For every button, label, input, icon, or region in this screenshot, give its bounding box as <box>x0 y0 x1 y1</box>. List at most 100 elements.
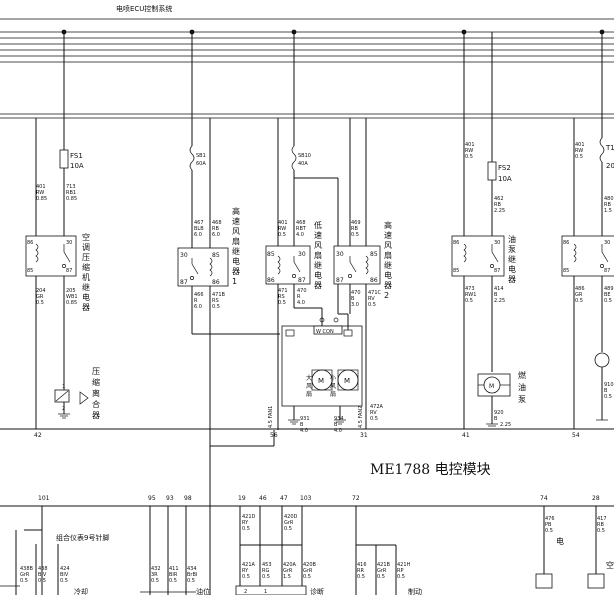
wire-tag: RW <box>36 190 44 196</box>
wire-tag: 489 <box>604 286 614 292</box>
svg-text:缩: 缩 <box>92 377 100 387</box>
pin-label: 85 <box>267 251 275 258</box>
wire-tag: GrR <box>283 568 293 574</box>
diagnostic-label: 诊断 <box>310 587 324 595</box>
pin-label: 86 <box>27 240 33 246</box>
low-fan-relay-label: 低 速 风 扇 继 电 器 <box>314 220 322 290</box>
wire-tag: 469 <box>351 220 361 226</box>
electric-label: 电 <box>556 536 564 546</box>
wire-tag: 0.5 <box>38 578 46 584</box>
wire-tag: 1.5 <box>283 574 291 580</box>
svg-text:继: 继 <box>314 260 322 270</box>
svg-text:压: 压 <box>92 367 100 376</box>
wire-tag: 0.5 <box>575 154 583 160</box>
svg-text:继: 继 <box>508 254 516 264</box>
svg-text:扇: 扇 <box>306 390 312 398</box>
right-switch-b <box>587 573 605 589</box>
wire-tag: GR <box>36 294 44 300</box>
ecu-pin-label: 42 <box>34 432 42 439</box>
wire-tag: RY <box>242 568 249 574</box>
wire-tag: B <box>334 422 338 428</box>
svg-text:空: 空 <box>82 232 90 242</box>
svg-text:电: 电 <box>82 292 90 302</box>
wire-tag: 0.5 <box>357 574 365 580</box>
wire-tag: 0.5 <box>377 574 385 580</box>
fuse-sb10-rating: 40A <box>298 161 308 167</box>
wire-tag: 0.5 <box>604 394 612 400</box>
wire-tag: RB1 <box>66 190 76 196</box>
pin-label: 85 <box>27 268 33 274</box>
fan-connector <box>313 325 343 335</box>
svg-text:油: 油 <box>518 382 526 392</box>
wire-tag: 0.5 <box>368 302 376 308</box>
svg-text:器: 器 <box>82 303 90 312</box>
ecu-pin-label: 93 <box>166 495 174 502</box>
svg-text:器: 器 <box>232 267 240 276</box>
pin-label: 1 <box>264 589 267 595</box>
wire-tag: 4.0 <box>297 300 305 306</box>
wire-tag: 0.5 <box>465 298 473 304</box>
pin-label: 1 <box>62 384 65 390</box>
wire-tag: RS <box>212 298 219 304</box>
wire-tag: 401 <box>36 184 46 190</box>
motor-symbol: M <box>489 383 494 390</box>
ecu-pin-label: 72 <box>352 495 360 502</box>
power-bus <box>0 18 614 119</box>
wire-tag: RR <box>357 568 364 574</box>
low-fan-relay <box>265 245 311 285</box>
wire-tag: 473 <box>465 286 475 292</box>
wire-tag: RW <box>465 148 473 154</box>
svg-text:速: 速 <box>384 231 392 240</box>
svg-text:燃: 燃 <box>518 370 526 380</box>
fuse-fs1-name: FS1 <box>70 152 83 160</box>
wire-tag: 467 <box>194 220 204 226</box>
small-fan-label: 小 风 扇 <box>330 374 336 398</box>
svg-text:缩: 缩 <box>82 262 90 272</box>
ecu-pin-label: 47 <box>280 495 288 502</box>
wire-tag: 205 <box>66 288 76 294</box>
pin-label: 86 <box>370 277 378 284</box>
ecu-pin-label: 103 <box>300 495 312 502</box>
wire-tag: GrR <box>303 568 313 574</box>
svg-text:风: 风 <box>330 383 336 390</box>
lower-harness: 101 95 93 98 19 46 47 103 72 74 28 438B <box>0 430 614 595</box>
wire-tag: 0.5 <box>151 578 159 584</box>
ecu-tag-fan2: 4.5 FAN2 <box>358 406 364 428</box>
wire-tag: RS <box>278 294 285 300</box>
wire-tag: 204 <box>36 288 46 294</box>
wire-tag: GrR <box>284 520 294 526</box>
wire-tag: 2.25 <box>494 208 505 214</box>
pin-label: 30 <box>66 240 72 246</box>
wire-tag: 0.5 <box>351 232 359 238</box>
ac-relay <box>25 235 77 277</box>
branch-ac-compressor: FS1 10A 401 RW 0.85 713 RB1 0.85 86 85 3… <box>25 32 100 439</box>
branch-high-fan-relay-2: 469 RB 0.5 30 85 87 86 高 速 风 扇 继 电 器 2 4… <box>333 118 392 439</box>
svg-text:器: 器 <box>314 281 322 290</box>
svg-text:继: 继 <box>232 246 240 256</box>
svg-text:风: 风 <box>306 383 312 390</box>
svg-text:电: 电 <box>384 270 392 280</box>
wire-tag: 486 <box>575 286 585 292</box>
fuel-pump-relay <box>451 235 505 277</box>
wire-tag: 0.85 <box>66 196 77 202</box>
wire-tag: RG <box>262 568 269 574</box>
wire-tag: RY <box>242 520 249 526</box>
wire-tag: 0.5 <box>242 526 250 532</box>
wire-tag: BrBI <box>187 572 197 578</box>
wire-tag: 468 <box>212 220 222 226</box>
fuel-pump-label: 燃 油 泵 <box>518 370 526 404</box>
wire-tag: 420B <box>303 562 317 568</box>
ac-relay-label: 空 调 压 缩 机 继 电 器 <box>82 232 90 312</box>
wire-tag: B <box>604 388 608 394</box>
page-header: 电喷ECU控制系统 <box>116 4 172 13</box>
branch-low-fan-relay: SB10 40A 401 RW 0.5 468 RBT 4.0 85 30 86… <box>210 32 364 447</box>
wire-tag: 438 <box>38 566 48 572</box>
wire-tag: 401 <box>278 220 288 226</box>
fuse-sb1-rating: 60A <box>196 161 206 167</box>
wire-tag: 421A <box>242 562 256 568</box>
ecu-pin-label: 46 <box>259 495 267 502</box>
oil-level-label: 油位 <box>196 587 210 595</box>
pin-label: 30 <box>298 251 306 258</box>
wire-tag: 0.5 <box>604 298 612 304</box>
